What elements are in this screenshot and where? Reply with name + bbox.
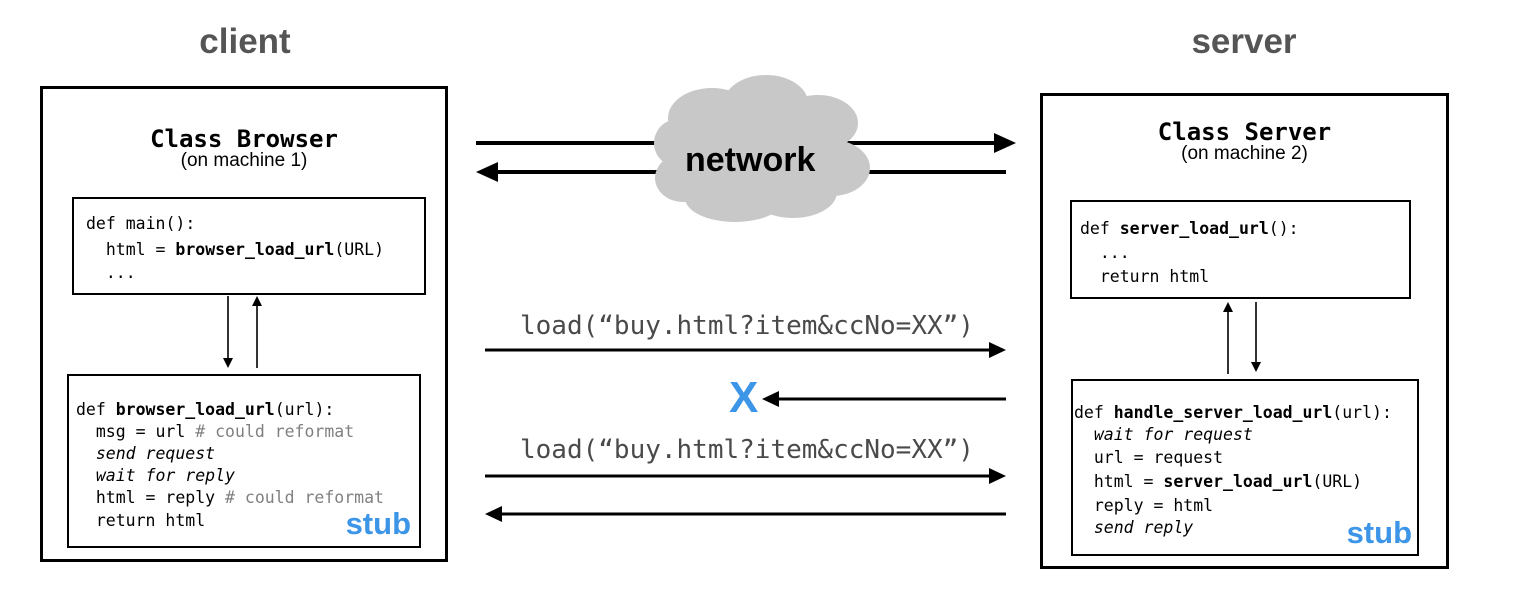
code-line: def handle_server_load_url(url):: [1074, 403, 1392, 422]
code-line: wait for reply: [76, 466, 235, 485]
code-line: def browser_load_url(url):: [76, 400, 335, 419]
code-line: html = browser_load_url(URL): [86, 240, 385, 259]
code-line: url = request: [1074, 448, 1224, 467]
server-heading: server: [1191, 22, 1297, 61]
code-line: html = reply # could reformat: [76, 488, 384, 507]
client-class-title: Class Browser: [150, 125, 338, 153]
server-stub-code-box: def handle_server_load_url(url): wait fo…: [1071, 379, 1419, 556]
code-line: def main():: [86, 214, 196, 233]
code-line: wait for request: [1074, 425, 1253, 444]
rpc-message-label-2: load(“buy.html?item&ccNo=XX”): [520, 435, 974, 465]
code-line: ...: [86, 263, 136, 282]
server-class-subtitle: (on machine 2): [1181, 143, 1308, 164]
client-machine-box: Class Browser (on machine 1) def main():…: [40, 86, 448, 562]
network-label: network: [685, 141, 816, 179]
code-line: msg = url # could reformat: [76, 422, 355, 441]
code-line: reply = html: [1074, 496, 1214, 515]
server-main-code-box: def server_load_url(): ... return html: [1070, 200, 1411, 299]
client-main-code-box: def main(): html = browser_load_url(URL)…: [72, 197, 426, 295]
code-line: ...: [1080, 243, 1130, 262]
lost-reply-x-mark: X: [729, 373, 759, 422]
code-line: return html: [76, 511, 206, 530]
rpc-reply-arrow: [485, 506, 1006, 522]
client-class-subtitle: (on machine 1): [180, 150, 308, 171]
code-line: return html: [1080, 267, 1210, 286]
rpc-message-label-1: load(“buy.html?item&ccNo=XX”): [520, 311, 974, 341]
client-stub-code-box: def browser_load_url(url): msg = url # c…: [67, 374, 421, 548]
client-heading: client: [199, 22, 291, 61]
client-stub-label: stub: [345, 506, 411, 541]
code-line: send reply: [1074, 518, 1194, 537]
code-line: def server_load_url():: [1080, 219, 1299, 238]
rpc-request-arrow-1: [485, 342, 1006, 358]
server-class-title: Class Server: [1157, 118, 1332, 146]
server-machine-box: Class Server (on machine 2) def server_l…: [1040, 93, 1449, 569]
rpc-request-arrow-2: [485, 468, 1006, 484]
server-stub-label: stub: [1346, 515, 1412, 550]
lost-reply-arrow: [762, 391, 1006, 407]
code-line: send request: [76, 444, 216, 463]
code-line: html = server_load_url(URL): [1074, 472, 1363, 491]
